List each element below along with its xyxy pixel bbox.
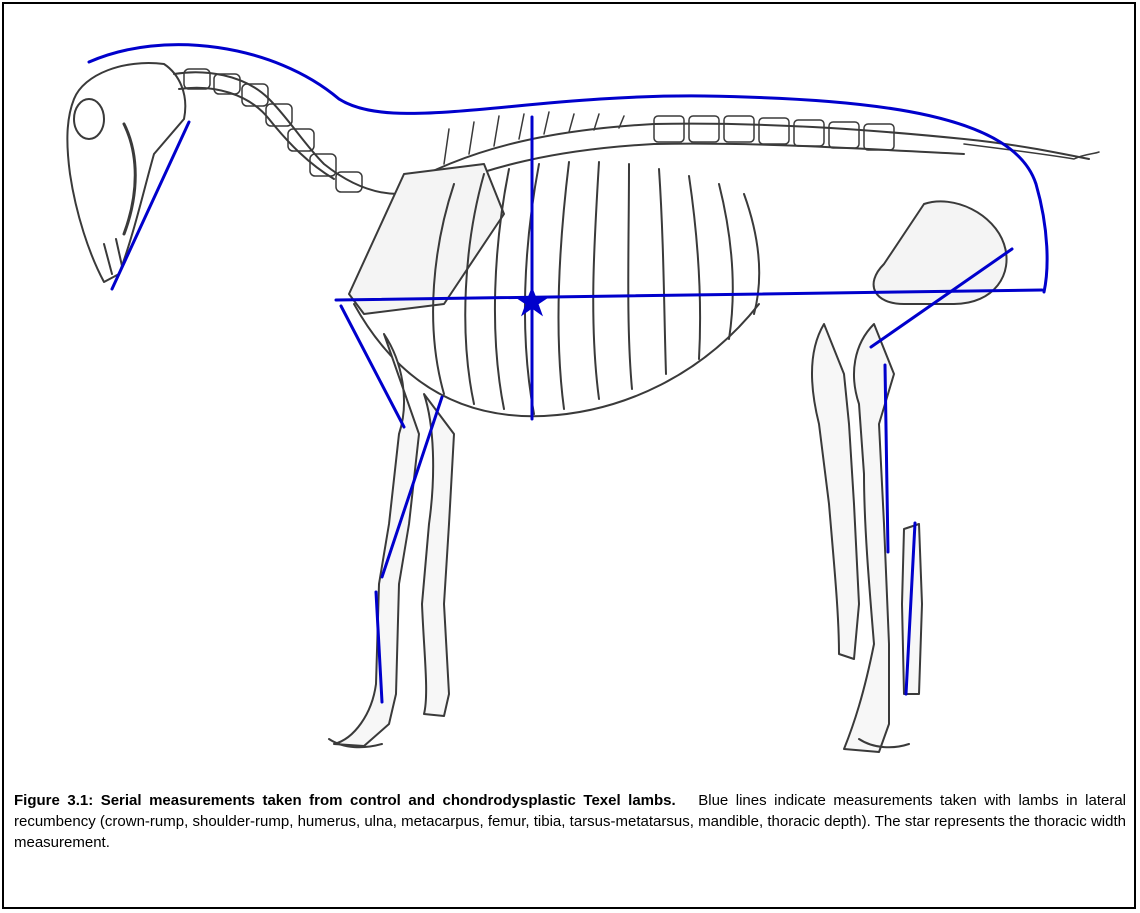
figure-caption: Figure 3.1: Serial measurements taken fr… xyxy=(14,790,1126,853)
mandible-line xyxy=(112,122,189,289)
figure-label: Figure 3.1: Serial measurements taken fr… xyxy=(14,792,676,809)
skeleton-illustration xyxy=(67,63,1099,752)
lamb-skeleton-figure xyxy=(4,4,1138,784)
